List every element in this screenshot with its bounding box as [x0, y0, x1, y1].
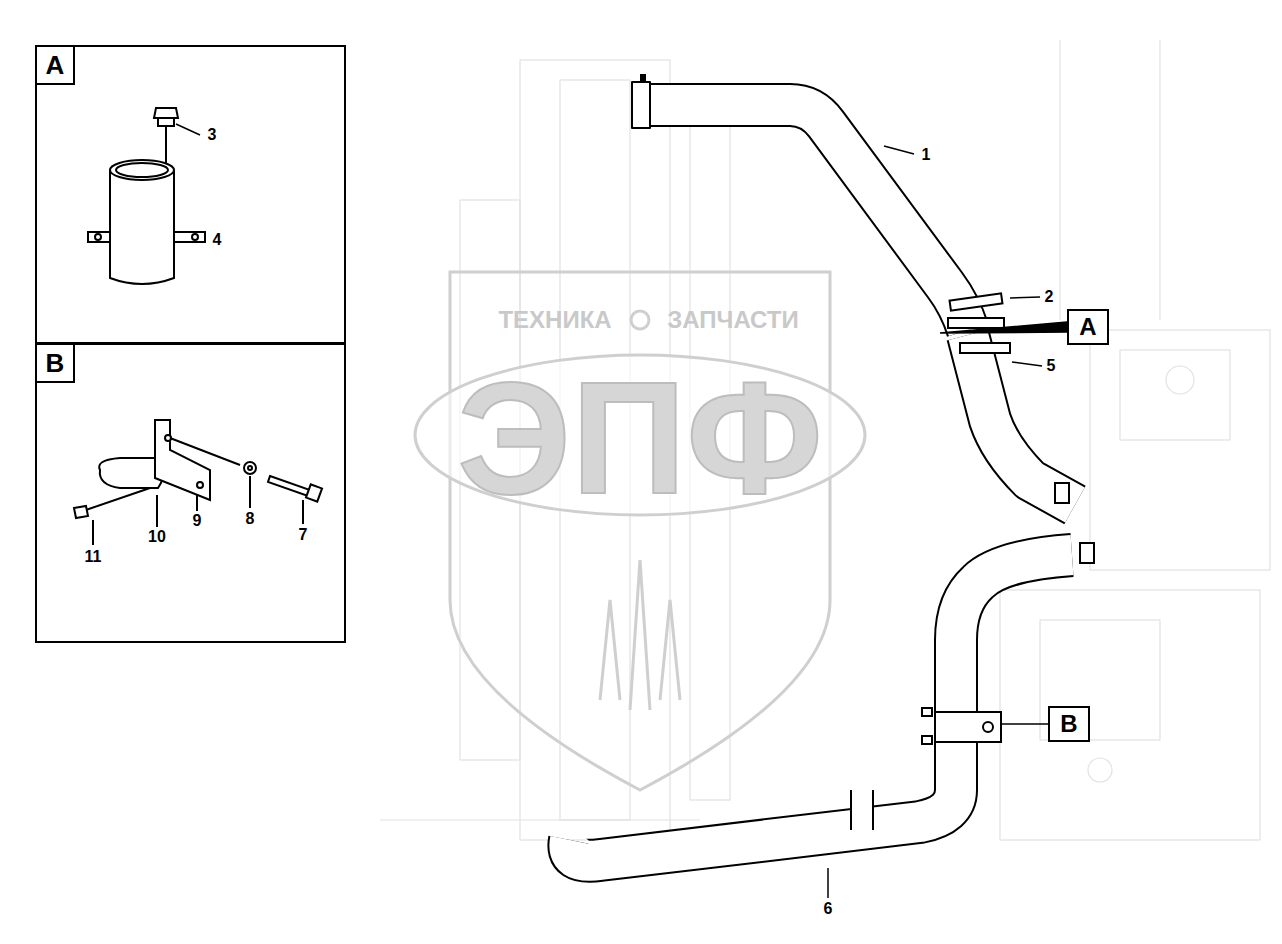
watermark-shield: [415, 272, 865, 790]
hose-clamps: [922, 293, 1094, 744]
detail-panel: A: [35, 45, 346, 344]
inset-a-parts: [88, 108, 205, 284]
callout-number: 10: [148, 528, 166, 546]
callout-number: 7: [299, 526, 308, 544]
callout-box: A: [1067, 309, 1109, 345]
watermark-text: ТЕХНИКА: [498, 308, 611, 332]
panel-letter: A: [35, 45, 75, 85]
callout-number: 1: [922, 146, 931, 164]
callout-number: 4: [213, 231, 222, 249]
watermark-text: ЭПФ: [457, 358, 822, 518]
callout-number: 9: [193, 512, 202, 530]
callout-number: 11: [85, 548, 102, 566]
ghost-engine: [380, 40, 1270, 840]
callout-number: 5: [1047, 357, 1056, 375]
watermark-text: ЗАПЧАСТИ: [667, 308, 799, 332]
leader-lines: [176, 124, 1067, 898]
inset-b-parts: [74, 420, 322, 545]
callout-letter: A: [1077, 311, 1099, 343]
panel-letter: B: [35, 343, 75, 383]
callout-number: 8: [246, 510, 255, 528]
callout-letter: B: [1058, 708, 1080, 740]
callout-number: 3: [208, 126, 217, 144]
callout-box: B: [1048, 706, 1090, 742]
detail-panel: B: [35, 343, 346, 643]
callout-number: 2: [1045, 288, 1054, 306]
callout-number: 6: [824, 900, 833, 918]
